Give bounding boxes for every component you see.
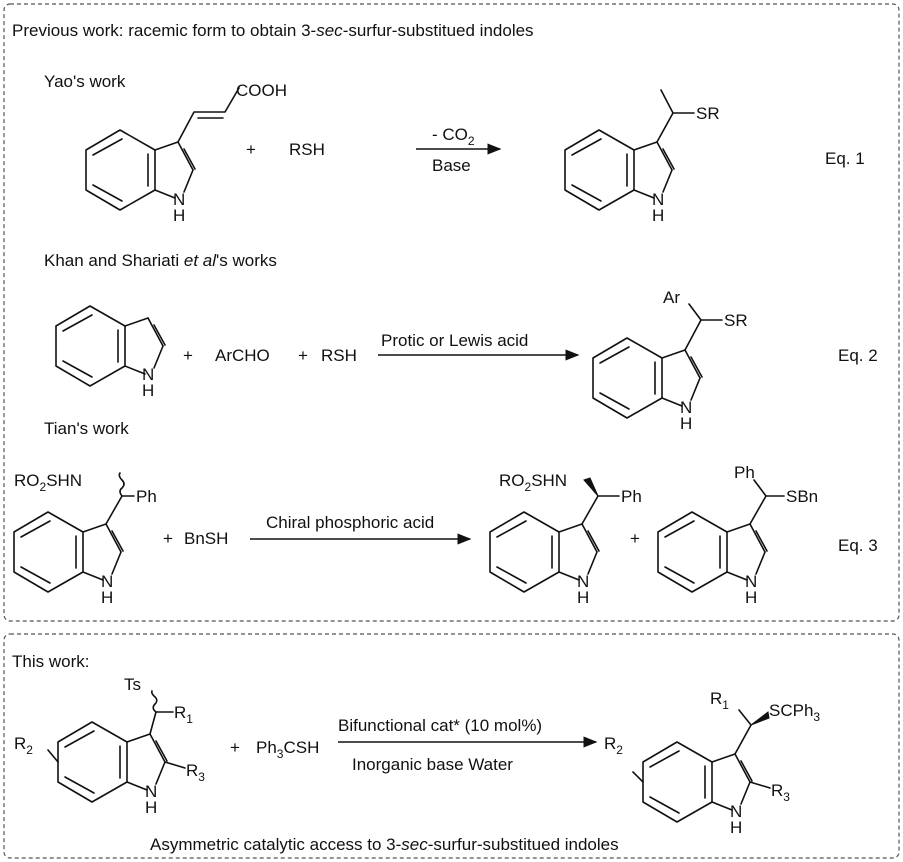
eq2-reagent-2: RSH xyxy=(321,346,357,365)
eq3-plus-2: + xyxy=(630,529,640,548)
eq2-product-nitrogen: N xyxy=(680,398,692,417)
eq3-reactant-ro2shn: RO2SHN xyxy=(14,471,82,494)
eq3-product-2-ph: Ph xyxy=(734,463,755,482)
this-work-product-r1: R1 xyxy=(710,689,729,712)
this-work-reactant-indole: N H Ts R1 R2 R3 xyxy=(14,675,205,817)
eq3-reactant-nitrogen: N xyxy=(101,572,113,591)
this-work-reactant-nitrogen: N xyxy=(145,782,157,801)
bottom-caption: Asymmetric catalytic access to 3-sec-sur… xyxy=(150,835,619,854)
this-work-reagent: Ph3CSH xyxy=(256,738,319,761)
eq1-product-sr: SR xyxy=(696,104,720,123)
eq2-plus-2: + xyxy=(298,346,308,365)
eq3-product-2-sbn: SBn xyxy=(786,487,818,506)
eq2-product-indole: N H Ar SR xyxy=(592,288,748,433)
eq1-product-indole: N H SR xyxy=(564,89,720,225)
eq2-plus-1: + xyxy=(183,346,193,365)
eq2-product-hydrogen: H xyxy=(680,414,692,433)
this-work-frame xyxy=(3,633,900,859)
eq2-product-sr: SR xyxy=(724,311,748,330)
eq3-heading: Tian's work xyxy=(44,419,129,438)
eq2-condition-top: Protic or Lewis acid xyxy=(381,331,528,350)
eq3-product-1-indole: N H RO2SHN Ph xyxy=(489,471,642,607)
eq3-reactant-indole: N H RO2SHN Ph xyxy=(13,471,157,607)
eq2-reactant-indole: N H xyxy=(55,305,166,400)
eq3-product-1-hydrogen: H xyxy=(577,588,589,607)
eq1-reagent: RSH xyxy=(289,140,325,159)
eq1-heading: Yao's work xyxy=(44,72,126,91)
this-work-product-indole: N H R1 SCPh3 R2 R3 xyxy=(604,689,820,837)
this-work-condition-bottom: Inorganic base Water xyxy=(352,755,513,774)
eq1-reactant-hydrogen: H xyxy=(173,206,185,225)
eq2-reagent-1: ArCHO xyxy=(215,346,270,365)
eq3-product-1-ph: Ph xyxy=(621,487,642,506)
eq1-condition-top: - CO2 xyxy=(432,125,475,148)
this-work-label: This work: xyxy=(12,652,89,671)
eq2-heading: Khan and Shariati et al's works xyxy=(44,251,277,270)
this-work-reactant-ts: Ts xyxy=(124,675,141,694)
eq1-plus: + xyxy=(246,140,256,159)
eq2-product-ar: Ar xyxy=(663,288,680,307)
eq1-product-nitrogen: N xyxy=(652,190,664,209)
eq3-label: Eq. 3 xyxy=(838,536,878,555)
eq3-condition-top: Chiral phosphoric acid xyxy=(266,513,434,532)
eq1-cooh: COOH xyxy=(236,81,287,100)
eq2-reactant-nitrogen: N xyxy=(142,365,154,384)
eq3-product-1-nitrogen: N xyxy=(577,572,589,591)
this-work-product-nitrogen: N xyxy=(730,802,742,821)
this-work-reactant-r2: R2 xyxy=(14,734,33,757)
eq3-plus-1: + xyxy=(163,529,173,548)
previous-work-title: Previous work: racemic form to obtain 3-… xyxy=(12,21,534,40)
previous-work-frame xyxy=(3,3,900,622)
eq1-reactant-indole: N H COOH xyxy=(85,81,287,225)
this-work-reactant-hydrogen: H xyxy=(145,798,157,817)
eq2-reactant-hydrogen: H xyxy=(142,381,154,400)
this-work-plus: + xyxy=(230,738,240,757)
eq3-product-1-ro2shn: RO2SHN xyxy=(499,471,567,494)
eq2-label: Eq. 2 xyxy=(838,346,878,365)
eq3-product-2-hydrogen: H xyxy=(745,588,757,607)
eq1-condition-bottom: Base xyxy=(432,156,471,175)
eq3-reactant-ph: Ph xyxy=(136,487,157,506)
eq1-label: Eq. 1 xyxy=(825,149,865,168)
this-work-product-r3: R3 xyxy=(771,781,790,804)
eq1-product-hydrogen: H xyxy=(652,206,664,225)
eq1-reactant-nitrogen: N xyxy=(173,190,185,209)
this-work-reactant-r3: R3 xyxy=(186,761,205,784)
eq3-product-2-indole: N H Ph SBn xyxy=(657,463,818,607)
eq3-reactant-hydrogen: H xyxy=(101,588,113,607)
this-work-product-scph3: SCPh3 xyxy=(769,701,820,724)
this-work-condition-top: Bifunctional cat* (10 mol%) xyxy=(338,716,542,735)
eq3-reagent: BnSH xyxy=(184,529,228,548)
this-work-product-hydrogen: H xyxy=(730,818,742,837)
eq3-product-2-nitrogen: N xyxy=(745,572,757,591)
this-work-product-r2: R2 xyxy=(604,734,623,757)
this-work-reactant-r1: R1 xyxy=(174,703,193,726)
